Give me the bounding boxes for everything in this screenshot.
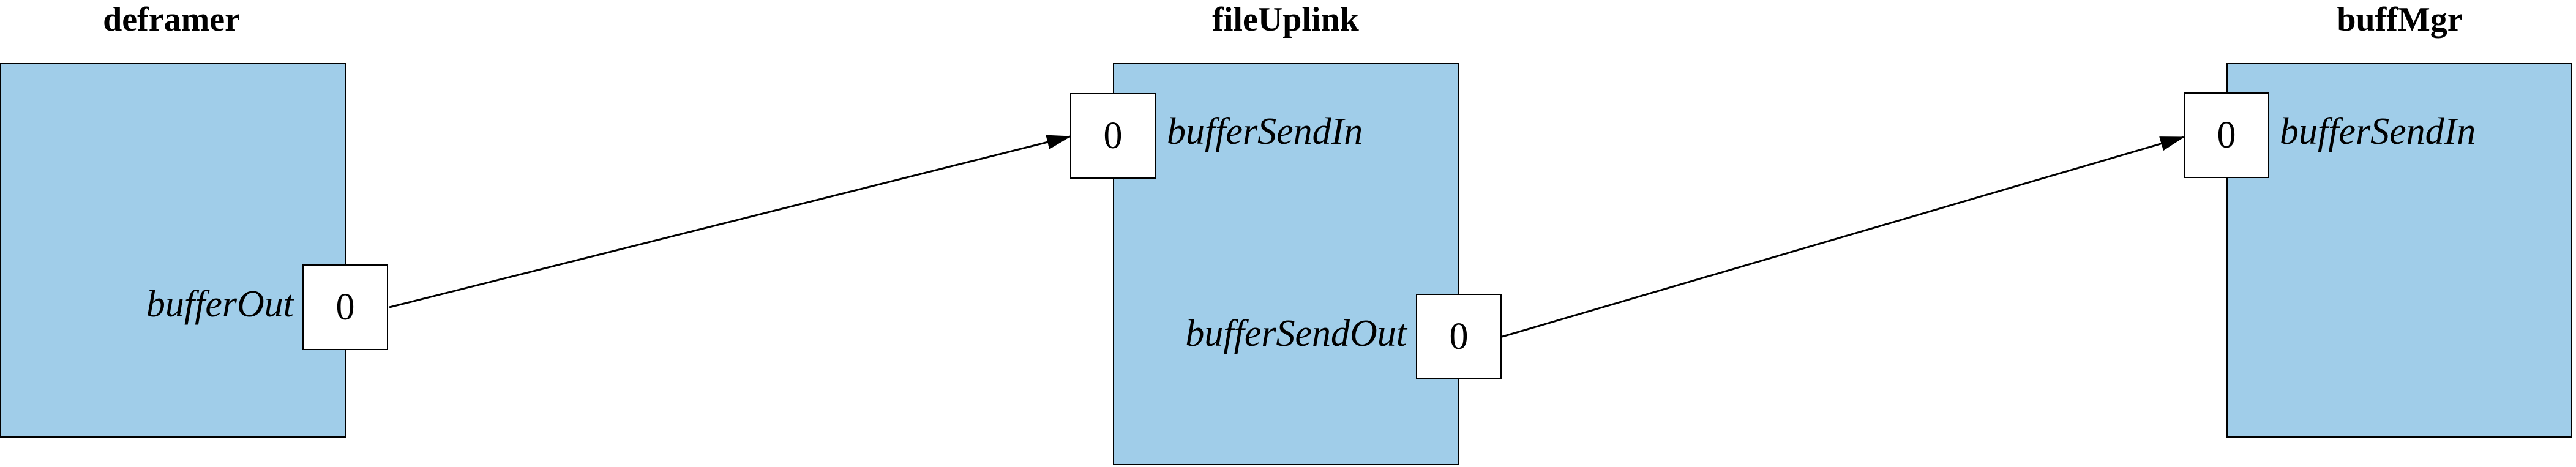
port-fileuplink-buffersendout: 0 [1416, 294, 1502, 379]
connection-fileuplink-to-buffmgr [1502, 136, 2185, 338]
port-label-fileuplink-buffersendout: bufferSendOut [1185, 313, 1407, 354]
component-title-buffmgr: buffMgr [2337, 1, 2463, 39]
connection-deframer-to-fileuplink [389, 135, 1071, 308]
port-label-fileuplink-buffersendin: bufferSendIn [1167, 111, 1363, 152]
component-title-fileuplink: fileUplink [1212, 1, 1359, 39]
component-box-buffmgr [2226, 63, 2572, 438]
port-fileuplink-buffersendin: 0 [1070, 93, 1156, 179]
port-label-deframer-bufferout: bufferOut [146, 283, 294, 325]
port-deframer-bufferout: 0 [302, 264, 388, 350]
component-box-fileuplink [1113, 63, 1459, 465]
component-box-deframer [0, 63, 346, 438]
port-label-buffmgr-buffersendin: bufferSendIn [2280, 111, 2476, 152]
port-buffmgr-buffersendin: 0 [2184, 92, 2269, 178]
component-title-deframer: deframer [103, 1, 240, 39]
